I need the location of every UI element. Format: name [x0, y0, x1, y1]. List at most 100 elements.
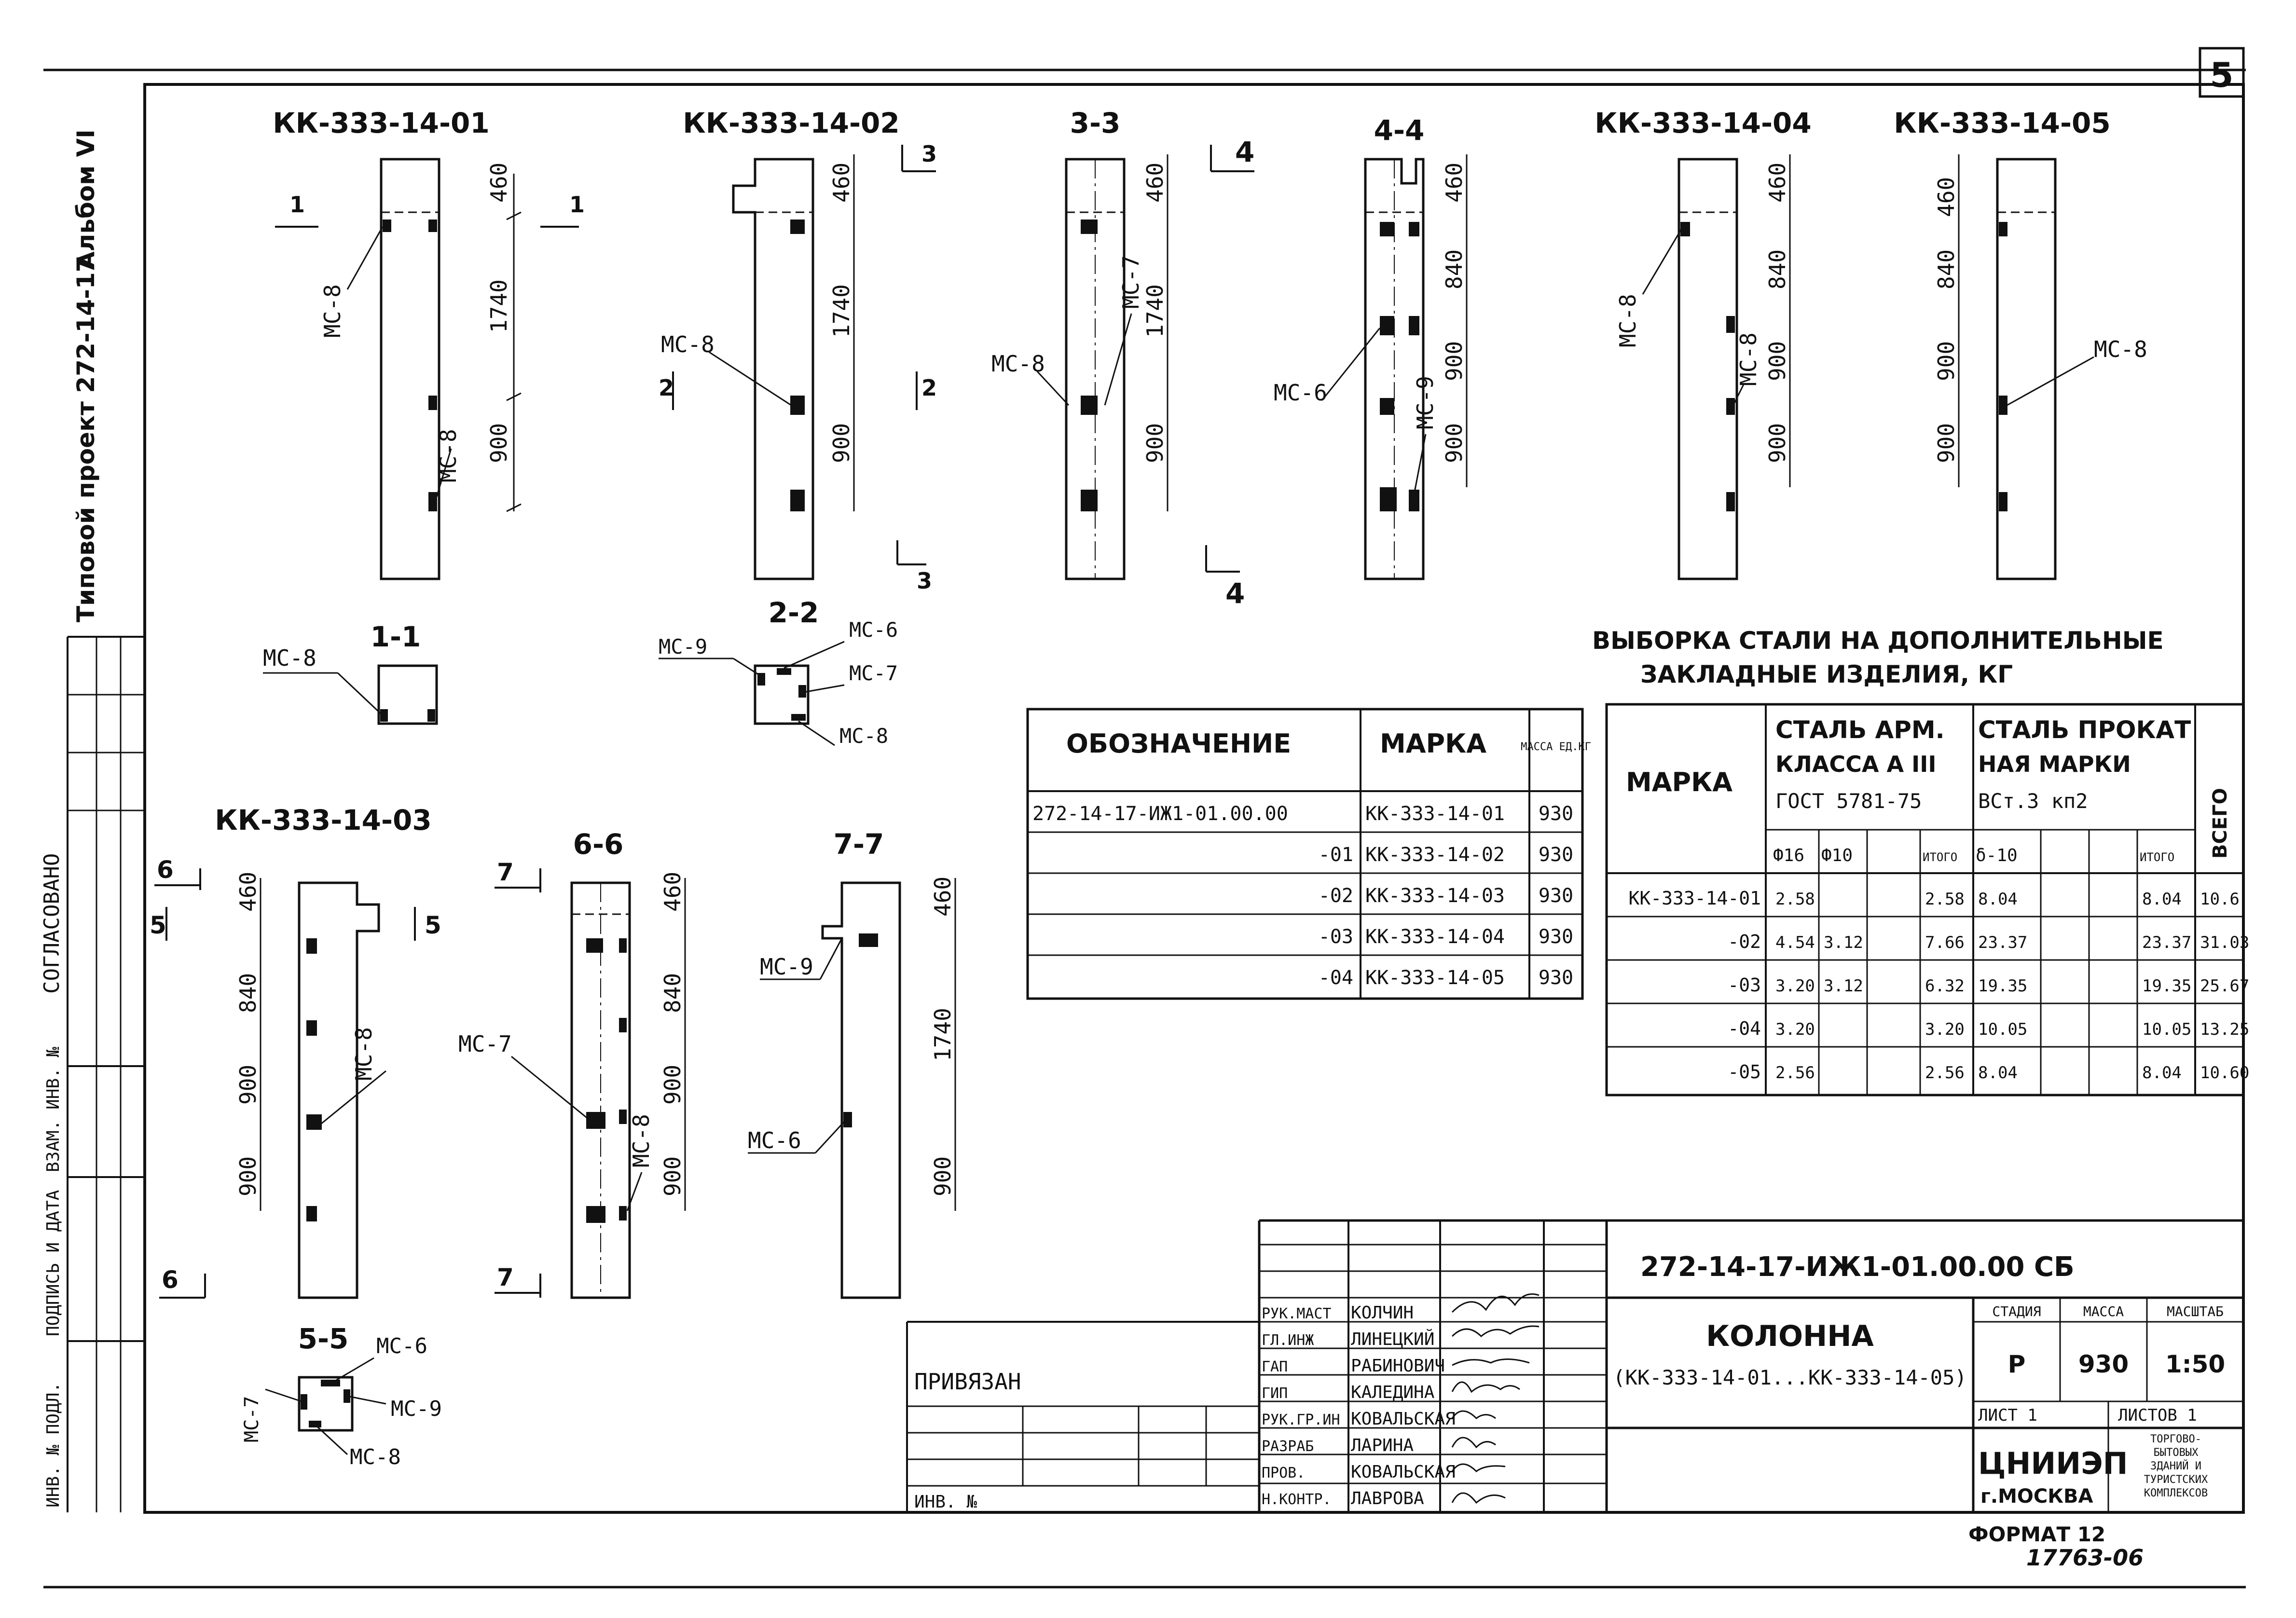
svg-text:ВСт.3 кп2: ВСт.3 кп2 — [1978, 789, 2088, 813]
svg-text:МС-6: МС-6 — [376, 1334, 427, 1358]
svg-text:2-2: 2-2 — [769, 596, 819, 629]
view-section-6-6: 6-6 460 840 900 900 МС-7 МС-8 7 7 — [458, 828, 686, 1299]
svg-text:460: 460 — [486, 163, 512, 203]
svg-text:900: 900 — [1441, 423, 1467, 463]
svg-text:БЫТОВЫХ: БЫТОВЫХ — [2154, 1447, 2199, 1459]
steel-table: ВЫБОРКА СТАЛИ НА ДОПОЛНИТЕЛЬНЫЕ ЗАКЛАДНЫ… — [1592, 627, 2245, 1097]
svg-text:СТАЛЬ АРМ.: СТАЛЬ АРМ. — [1775, 716, 1945, 744]
document-range: (КК-333-14-01...КК-333-14-05) — [1613, 1366, 1966, 1389]
svg-text:Ф10: Ф10 — [1821, 846, 1853, 865]
svg-text:ОБОЗНАЧЕНИЕ: ОБОЗНАЧЕНИЕ — [1066, 728, 1291, 759]
svg-text:5-5: 5-5 — [298, 1322, 349, 1355]
steel-cell-value: 23.37 — [2142, 933, 2191, 952]
svg-text:6: 6 — [157, 856, 174, 884]
svg-text:МАССА ЕД.КГ: МАССА ЕД.КГ — [1521, 741, 1591, 753]
svg-text:МС-8: МС-8 — [435, 429, 461, 482]
org-name: ЦНИИЭП — [1978, 1446, 2128, 1481]
staff-role: ГИП — [1262, 1385, 1288, 1402]
view-title: 6-6 — [573, 828, 624, 861]
view-kk-333-14-01: КК-333-14-01 460 1740 900 МС-8 МС-8 1 1 — [273, 107, 585, 580]
marks-cell-mass: 930 — [1539, 967, 1573, 989]
staff-role: Н.КОНТР. — [1262, 1491, 1332, 1508]
staff-name: КОВАЛЬСКАЯ — [1351, 1409, 1456, 1429]
marks-cell-mark: КК-333-14-05 — [1365, 967, 1505, 989]
svg-text:МС-9: МС-9 — [659, 635, 707, 658]
svg-text:ЗДАНИЙ И: ЗДАНИЙ И — [2150, 1460, 2201, 1472]
staff-name: ЛИНЕЦКИЙ — [1351, 1329, 1434, 1349]
svg-text:900: 900 — [235, 1156, 261, 1196]
svg-text:460: 460 — [1142, 163, 1168, 203]
steel-cell-mark: КК-333-14-01 — [1628, 888, 1761, 909]
svg-text:900: 900 — [660, 1065, 686, 1105]
view-title: КК-333-14-05 — [1894, 107, 2111, 139]
marks-cell-designation: -01 — [1319, 844, 1353, 866]
svg-text:ЛИСТ 1: ЛИСТ 1 — [1978, 1406, 2037, 1425]
steel-cell-value: 2.56 — [1775, 1063, 1815, 1083]
svg-text:ГОСТ 5781-75: ГОСТ 5781-75 — [1775, 789, 1922, 813]
svg-text:900: 900 — [1764, 341, 1790, 381]
steel-cell-value: 19.35 — [2142, 976, 2191, 996]
staff-role: ГАП — [1262, 1358, 1288, 1375]
sheet-number: 5 — [2210, 55, 2234, 95]
svg-text:840: 840 — [1933, 249, 1959, 289]
staff-name: ЛАРИНА — [1351, 1436, 1414, 1455]
svg-text:МС-8: МС-8 — [351, 1027, 377, 1081]
svg-text:840: 840 — [1441, 249, 1467, 289]
svg-text:ВЫБОРКА СТАЛИ НА ДОПОЛНИТЕЛЬНЫ: ВЫБОРКА СТАЛИ НА ДОПОЛНИТЕЛЬНЫЕ — [1592, 627, 2164, 655]
section-2-2: 2-2 МС-9 МС-6 МС-7 МС-8 — [659, 596, 898, 748]
marks-cell-mass: 930 — [1539, 803, 1573, 825]
section-1-1: 1-1 МС-8 — [263, 620, 438, 725]
signatures — [1451, 1293, 1540, 1504]
svg-text:ИТОГО: ИТОГО — [2140, 850, 2174, 864]
steel-cell-mark: -02 — [1728, 931, 1761, 952]
svg-text:МС-8: МС-8 — [839, 724, 888, 748]
marks-cell-mass: 930 — [1539, 844, 1573, 866]
inv-orig-label: ИНВ. № ПОДЛ. — [43, 1382, 63, 1508]
marks-cell-mark: КК-333-14-03 — [1365, 885, 1505, 907]
steel-cell-value: 31.03 — [2200, 933, 2249, 952]
view-title: КК-333-14-04 — [1595, 107, 1812, 139]
svg-text:МС-8: МС-8 — [628, 1114, 654, 1167]
steel-cell-value: 4.54 — [1775, 933, 1815, 952]
staff-role: РУК.МАСТ — [1262, 1305, 1332, 1322]
marks-cell-mark: КК-333-14-02 — [1365, 844, 1505, 866]
bound-label: ПРИВЯЗАН — [914, 1369, 1021, 1395]
marks-cell-mass: 930 — [1539, 926, 1573, 948]
svg-text:МС-7: МС-7 — [458, 1031, 512, 1057]
svg-text:г.МОСКВА: г.МОСКВА — [1980, 1485, 2093, 1508]
svg-text:1-1: 1-1 — [371, 620, 421, 653]
svg-text:900: 900 — [930, 1156, 956, 1196]
svg-text:МС-8: МС-8 — [991, 351, 1045, 377]
svg-text:МАРКА: МАРКА — [1626, 767, 1732, 797]
svg-text:МС-9: МС-9 — [391, 1397, 442, 1421]
staff-role: ПРОВ. — [1262, 1465, 1305, 1481]
view-kk-333-14-05: КК-333-14-05 460 840 900 900 МС-8 — [1894, 107, 2147, 580]
view-title: 3-3 — [1070, 107, 1121, 139]
svg-text:460: 460 — [930, 877, 956, 917]
steel-cell-value: 2.56 — [1925, 1063, 1965, 1083]
svg-text:6: 6 — [162, 1266, 179, 1294]
title-block: 272-14-17-ИЖ1-01.00.00 СБ КОЛОННА (КК-33… — [906, 1219, 2243, 1512]
steel-cell-value: 2.58 — [1775, 890, 1815, 909]
svg-text:930: 930 — [2078, 1350, 2129, 1378]
document-name: КОЛОННА — [1706, 1319, 1874, 1353]
view-title: КК-333-14-02 — [683, 107, 900, 139]
steel-cell-value: 8.04 — [2142, 1063, 2182, 1083]
steel-cell-value: 10.6 — [2200, 890, 2240, 909]
svg-text:ЗАКЛАДНЫЕ ИЗДЕЛИЯ, КГ: ЗАКЛАДНЫЕ ИЗДЕЛИЯ, КГ — [1640, 660, 2013, 688]
svg-text:МС-6: МС-6 — [748, 1127, 801, 1153]
steel-cell-value: 10.05 — [1978, 1020, 2027, 1039]
marks-cell-mark: КК-333-14-04 — [1365, 926, 1505, 948]
inv-sub-label: ВЗАМ. ИНВ. № — [43, 1047, 63, 1172]
svg-text:1740: 1740 — [1142, 284, 1168, 338]
steel-cell-value: 19.35 — [1978, 976, 2027, 996]
svg-text:460: 460 — [660, 872, 686, 912]
steel-cell-value: 10.60 — [2200, 1063, 2249, 1083]
document-code: 272-14-17-ИЖ1-01.00.00 СБ — [1640, 1251, 2075, 1283]
steel-cell-value: 3.20 — [1775, 976, 1815, 996]
section-5-5: 5-5 МС-6 МС-9 МС-8 МС-7 — [241, 1322, 442, 1469]
svg-text:МС-6: МС-6 — [1274, 380, 1327, 406]
steel-cell-value: 7.66 — [1925, 933, 1965, 952]
svg-text:ЛИСТОВ 1: ЛИСТОВ 1 — [2118, 1406, 2197, 1425]
svg-text:Ф16: Ф16 — [1773, 846, 1804, 865]
